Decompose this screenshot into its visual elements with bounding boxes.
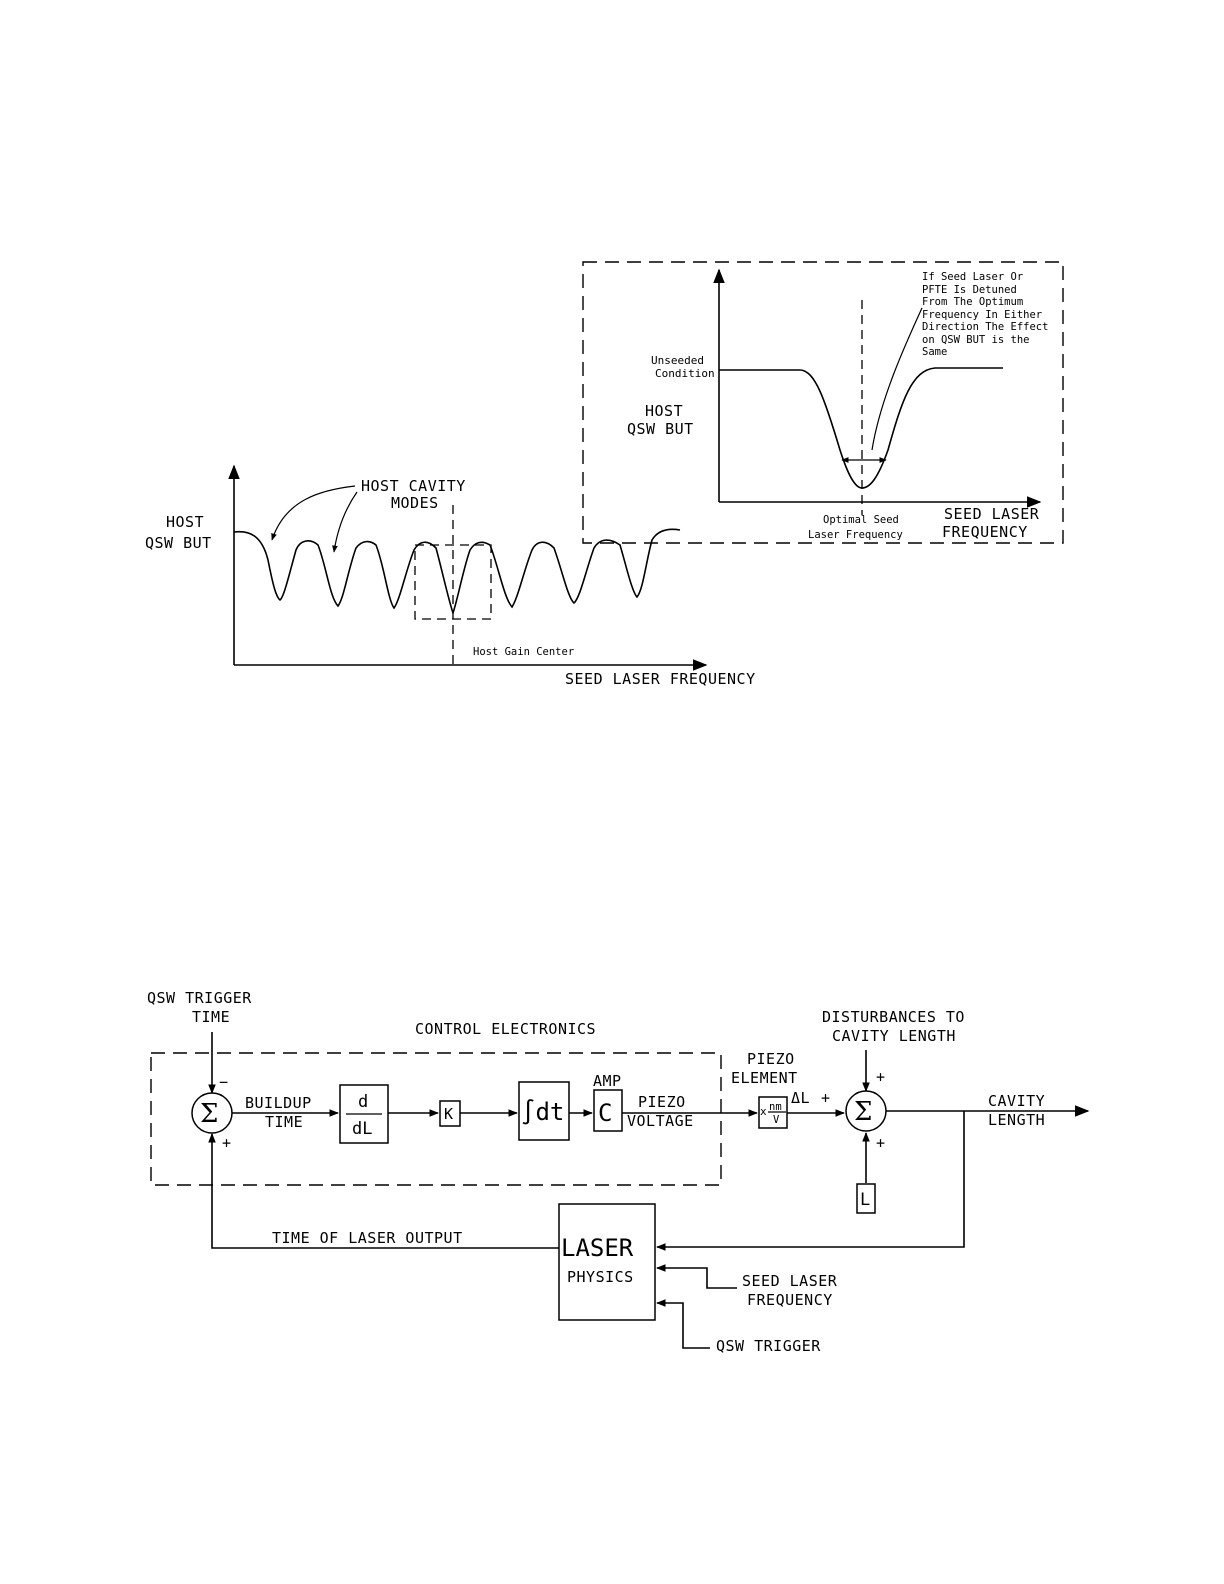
l-block-label: L bbox=[860, 1190, 870, 1210]
delta-l-label: ΔL bbox=[791, 1089, 810, 1107]
piezo-gain-x: x bbox=[760, 1105, 767, 1118]
amp-label: AMP bbox=[593, 1072, 622, 1090]
qsw-trigger-label: QSW TRIGGER bbox=[716, 1337, 821, 1355]
piezo-gain-den: V bbox=[773, 1114, 780, 1126]
piezo-voltage-line1: PIEZO bbox=[638, 1093, 686, 1111]
buildup-label-line1: BUILDUP bbox=[245, 1094, 312, 1112]
inset-y-label-line2: QSW BUT bbox=[627, 420, 694, 438]
laser-physics-block bbox=[558, 1203, 656, 1321]
seed-frequency-input-line bbox=[656, 1264, 737, 1289]
control-electronics-label: CONTROL ELECTRONICS bbox=[415, 1020, 596, 1038]
laser-output-feedback-line bbox=[208, 1133, 559, 1249]
plus-sign-1: + bbox=[222, 1134, 232, 1152]
inset-dip-curve bbox=[719, 367, 1003, 489]
mode-pointer-right bbox=[332, 491, 358, 553]
inset-note-line-2: PFTE Is Detuned bbox=[922, 284, 1017, 296]
integrator-block bbox=[518, 1081, 570, 1141]
l-block bbox=[856, 1183, 876, 1214]
cavity-length-line1: CAVITY bbox=[988, 1092, 1045, 1110]
inset-note-line-1: If Seed Laser Or bbox=[922, 271, 1023, 283]
cavity-feedback-line bbox=[656, 1111, 965, 1251]
piezo-element-line2: ELEMENT bbox=[731, 1069, 798, 1087]
inset-note-line-6: on QSW BUT is the bbox=[922, 334, 1029, 346]
mode-pointer-left bbox=[271, 485, 356, 541]
seed-frequency-line2: FREQUENCY bbox=[747, 1291, 833, 1309]
integrator-label: ∫dt bbox=[521, 1098, 564, 1126]
sum-symbol-2: Σ bbox=[854, 1097, 872, 1127]
amp-block bbox=[593, 1089, 623, 1132]
control-block-diagram: QSW TRIGGER TIME CONTROL ELECTRONICS Σ −… bbox=[147, 989, 1090, 1355]
plus-sign-dist: + bbox=[876, 1068, 886, 1086]
gain-k-label: K bbox=[444, 1105, 454, 1123]
inset-detail-plot: Unseeded Condition HOST QSW BUT Optimal … bbox=[582, 261, 1064, 544]
disturbances-line2: CAVITY LENGTH bbox=[832, 1027, 956, 1045]
inset-note-line-4: Frequency In Either bbox=[922, 309, 1042, 321]
plus-sign-dl: + bbox=[821, 1089, 831, 1107]
buildup-label-line2: TIME bbox=[265, 1113, 303, 1131]
seed-frequency-line1: SEED LASER bbox=[742, 1272, 838, 1290]
modes-label-line2: MODES bbox=[391, 494, 439, 512]
time-of-laser-output-label: TIME OF LASER OUTPUT bbox=[272, 1229, 463, 1247]
note-pointer bbox=[871, 307, 923, 451]
inset-y-label-line1: HOST bbox=[645, 402, 683, 420]
inset-x-label-line1: SEED LASER bbox=[944, 505, 1040, 523]
amp-symbol: C bbox=[598, 1099, 612, 1127]
modes-label-line1: HOST CAVITY bbox=[361, 477, 466, 495]
inset-optimal-line2: Laser Frequency bbox=[808, 529, 903, 541]
laser-physics-line1: LASER bbox=[561, 1234, 634, 1262]
derivative-top: d bbox=[358, 1092, 368, 1112]
piezo-gain-num: nm bbox=[769, 1101, 782, 1113]
inset-unseeded-line1: Unseeded bbox=[651, 354, 704, 367]
minus-sign-1: − bbox=[219, 1073, 229, 1091]
sum-symbol-1: Σ bbox=[200, 1099, 218, 1129]
disturbances-line1: DISTURBANCES TO bbox=[822, 1008, 965, 1026]
piezo-voltage-line2: VOLTAGE bbox=[627, 1112, 694, 1130]
inset-frame bbox=[582, 261, 1064, 544]
main-frequency-plot: HOST QSW BUT SEED LASER FREQUENCY Host G… bbox=[145, 464, 756, 688]
inset-note-line-5: Direction The Effect bbox=[922, 321, 1048, 333]
laser-physics-line2: PHYSICS bbox=[567, 1268, 634, 1286]
inset-note-line-3: From The Optimum bbox=[922, 296, 1023, 308]
plus-sign-l: + bbox=[876, 1134, 886, 1152]
qsw-trigger-input-line bbox=[656, 1299, 710, 1349]
inset-optimal-line1: Optimal Seed bbox=[823, 514, 899, 526]
inset-x-label-line2: FREQUENCY bbox=[942, 523, 1028, 541]
main-x-label: SEED LASER FREQUENCY bbox=[565, 670, 756, 688]
main-y-label-line2: QSW BUT bbox=[145, 534, 212, 552]
host-cavity-mode-curve bbox=[233, 528, 681, 616]
qsw-trigger-time-line2: TIME bbox=[192, 1008, 230, 1026]
qsw-trigger-time-line1: QSW TRIGGER bbox=[147, 989, 252, 1007]
cavity-length-line2: LENGTH bbox=[988, 1111, 1045, 1129]
gain-center-label: Host Gain Center bbox=[473, 646, 574, 658]
main-y-label-line1: HOST bbox=[166, 513, 204, 531]
inset-note-line-7: Same bbox=[922, 346, 947, 358]
derivative-bottom: dL bbox=[352, 1119, 372, 1139]
piezo-element-line1: PIEZO bbox=[747, 1050, 795, 1068]
inset-unseeded-line2: Condition bbox=[655, 367, 715, 380]
